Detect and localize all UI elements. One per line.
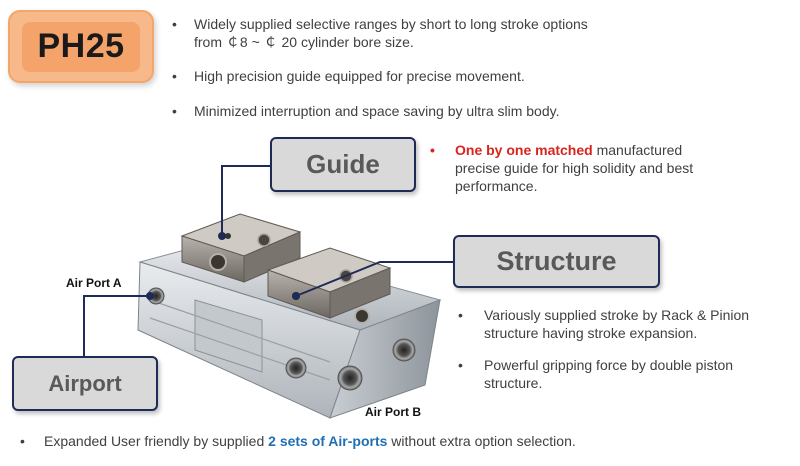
bottom-feature-text: Expanded User friendly by supplied 2 set…	[44, 432, 576, 450]
feature-text-line1: Widely supplied selective ranges by shor…	[194, 16, 588, 32]
structure-callout-label: Structure	[496, 246, 617, 276]
structure-text-line1: Powerful gripping force by double piston	[484, 357, 734, 373]
bottom-feature-before: Expanded User friendly by supplied	[44, 433, 269, 449]
airport-leader-line	[83, 295, 150, 358]
bullet-dot: •	[458, 357, 463, 373]
bottom-feature: • Expanded User friendly by supplied 2 s…	[20, 432, 790, 452]
feature-text: Minimized interruption and space saving …	[194, 103, 560, 119]
guide-callout-label: Guide	[306, 149, 380, 179]
feature-text: High precision guide equipped for precis…	[194, 68, 525, 84]
bullet-dot: •	[20, 433, 25, 449]
bottom-feature-after: without extra option selection.	[387, 433, 576, 449]
guide-note: • One by one matched manufactured precis…	[430, 141, 770, 197]
structure-text-line2: structure having stroke expansion.	[484, 325, 698, 341]
guide-note-line3: performance.	[455, 178, 538, 194]
air-port-a-label: Air Port A	[66, 276, 122, 290]
screw-hole	[225, 233, 231, 239]
guide-note-highlight: One by one matched	[455, 142, 593, 158]
bullet-dot-red: •	[430, 142, 435, 158]
structure-callout: Structure	[453, 235, 660, 288]
guide-bore	[354, 308, 370, 324]
airport-callout-label: Airport	[48, 370, 122, 396]
air-port-b-fitting	[285, 357, 307, 379]
guide-note-line1: One by one matched manufactured	[455, 141, 682, 159]
airport-leader-dot	[146, 292, 154, 300]
guide-leader-dot	[218, 232, 226, 240]
feature-item: • High precision guide equipped for prec…	[172, 67, 772, 87]
structure-item: • Variously supplied stroke by Rack & Pi…	[458, 306, 788, 344]
feature-item: • Minimized interruption and space savin…	[172, 102, 772, 122]
structure-text-line2: structure.	[484, 375, 543, 391]
structure-leader-dot	[292, 292, 300, 300]
body-groove	[149, 299, 331, 363]
guide-bore	[209, 253, 227, 271]
structure-item: • Powerful gripping force by double pist…	[458, 356, 788, 394]
body-side-face	[329, 299, 441, 419]
guide-leader-line	[221, 165, 272, 236]
guide-bore	[257, 233, 271, 247]
bullet-dot: •	[172, 68, 177, 84]
guide-left-side	[243, 231, 301, 283]
bottom-feature-highlight: 2 sets of Air-ports	[268, 433, 388, 449]
guide-note-text: manufactured	[592, 142, 683, 158]
feature-text-line2: from ￠8 ~ ￠ 20 cylinder bore size.	[194, 34, 414, 50]
guide-note-line2: precise guide for high solidity and best	[455, 160, 694, 176]
model-badge: PH25	[8, 10, 154, 83]
guide-callout: Guide	[270, 137, 416, 192]
bullet-dot: •	[172, 103, 177, 119]
bullet-dot: •	[458, 307, 463, 323]
structure-leader-line	[295, 261, 455, 297]
guide-right-side	[329, 267, 391, 319]
model-badge-label: PH25	[22, 21, 140, 72]
feature-item: • Widely supplied selective ranges by sh…	[172, 15, 772, 53]
air-port-b-label: Air Port B	[365, 405, 422, 419]
structure-text-line1: Variously supplied stroke by Rack & Pini…	[484, 307, 750, 323]
bullet-dot: •	[172, 16, 177, 32]
air-port-fitting	[337, 365, 363, 391]
airport-callout: Airport	[12, 356, 158, 411]
air-port-fitting	[392, 338, 416, 362]
